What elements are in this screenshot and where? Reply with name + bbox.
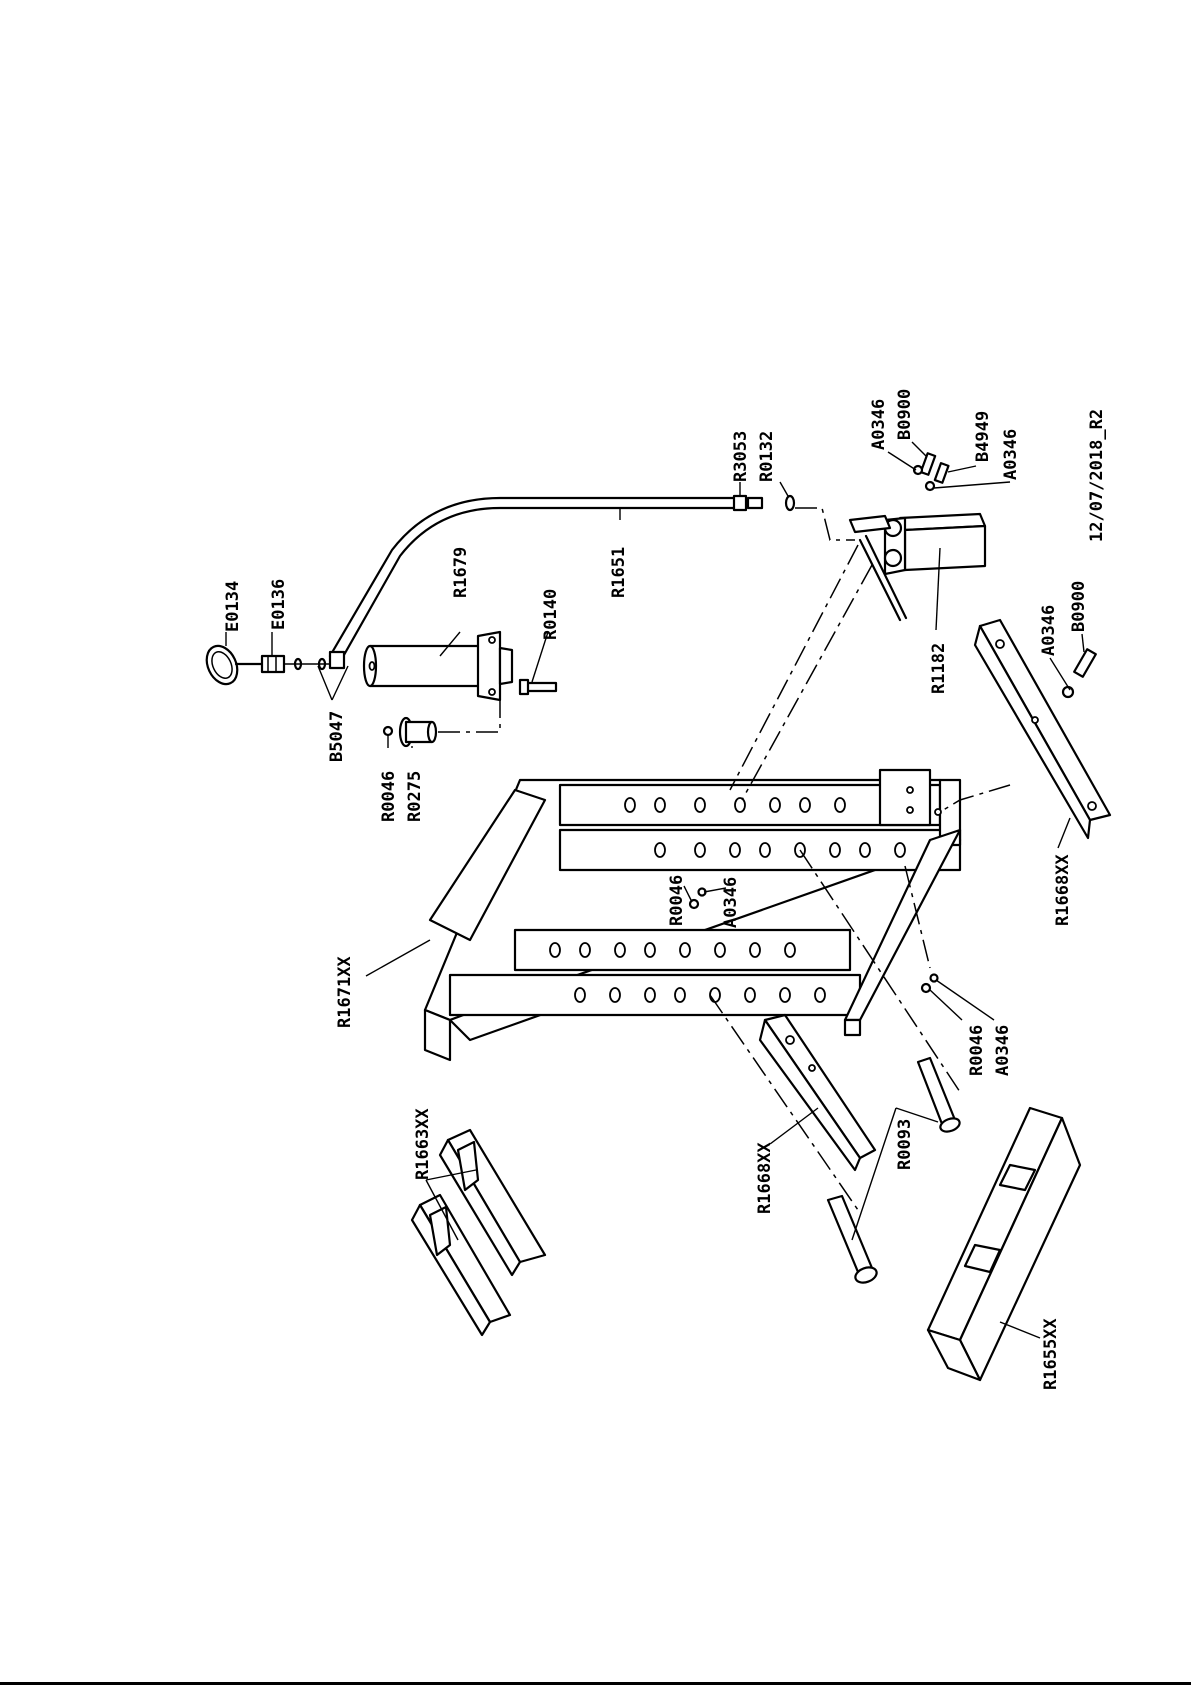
label-r0046-mid: R0046 — [667, 875, 687, 926]
label-b5047: B5047 — [327, 711, 347, 762]
oring-r0132 — [786, 496, 794, 510]
label-e0134: E0134 — [223, 581, 243, 632]
label-r1671xx: R1671XX — [335, 956, 355, 1028]
fitting-r3053 — [734, 496, 762, 510]
label-b0900-right: B0900 — [1069, 581, 1089, 632]
label-r0093: R0093 — [895, 1119, 915, 1170]
nut-r0046-top — [384, 727, 392, 735]
screw-b0900-right — [1074, 649, 1096, 677]
pin-r0093-upper — [918, 1058, 961, 1134]
revision-date: 12/07/2018_R2 — [1087, 409, 1107, 542]
nut-r0046-low — [922, 984, 930, 992]
label-r0275: R0275 — [405, 771, 425, 822]
label-e0136: E0136 — [269, 579, 289, 630]
label-r1679: R1679 — [451, 547, 471, 598]
label-r1655xx: R1655XX — [1041, 1318, 1061, 1390]
label-b0900-top: B0900 — [895, 389, 915, 440]
label-b4949: B4949 — [973, 411, 993, 462]
label-r1651: R1651 — [609, 547, 629, 598]
pin-r0093-lower — [828, 1196, 879, 1285]
label-a0346-top: A0346 — [869, 399, 889, 450]
label-a0346-right: A0346 — [1039, 605, 1059, 656]
gauge-adapter-e0136 — [262, 656, 284, 672]
label-r0140: R0140 — [541, 589, 561, 640]
washer-a0346-right — [1063, 687, 1073, 697]
label-r0046-top: R0046 — [379, 771, 399, 822]
label-r0046-low: R0046 — [967, 1025, 987, 1076]
frame-r1671xx — [425, 770, 960, 1060]
screw-b4949 — [935, 463, 949, 483]
hose-r1651 — [330, 498, 733, 668]
label-r1668xx-right: R1668XX — [1053, 854, 1073, 926]
bolt-r0140 — [520, 680, 556, 694]
plunger-r0275 — [400, 718, 436, 746]
washer-a0346-top2 — [926, 482, 934, 490]
label-a0346-mid: A0346 — [721, 877, 741, 928]
label-r1182: R1182 — [929, 643, 949, 694]
label-r1663xx: R1663XX — [413, 1108, 433, 1180]
label-r3053: R3053 — [731, 431, 751, 482]
cylinder-r1679 — [364, 632, 512, 700]
label-a0346-top2: A0346 — [1001, 429, 1021, 480]
label-a0346-low: A0346 — [993, 1025, 1013, 1076]
label-r1668xx-left: R1668XX — [755, 1142, 775, 1214]
screw-b0900-top — [921, 453, 935, 475]
gauge-e0134 — [201, 641, 262, 689]
label-r0132: R0132 — [757, 431, 777, 482]
